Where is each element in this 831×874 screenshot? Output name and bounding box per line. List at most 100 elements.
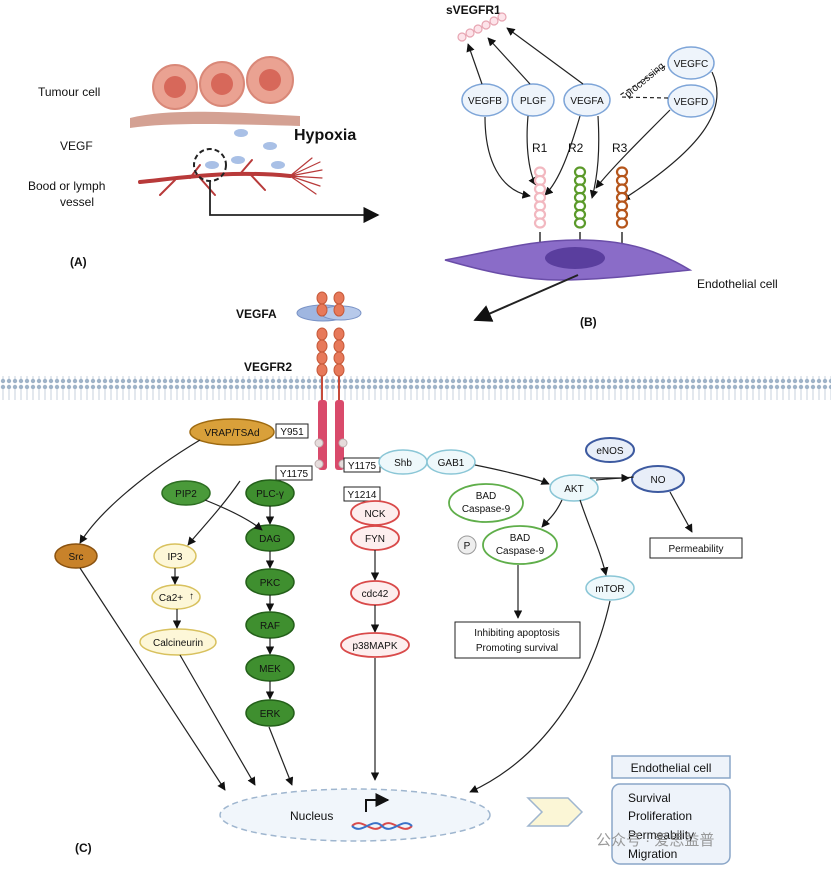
svg-text:P: P bbox=[464, 541, 471, 552]
pip2-node: PIP2 bbox=[161, 480, 211, 506]
svg-text:BAD: BAD bbox=[510, 533, 531, 544]
receptor-domain bbox=[533, 217, 547, 229]
gab1-node: GAB1 bbox=[426, 449, 476, 475]
svg-text:p38MAPK: p38MAPK bbox=[352, 641, 397, 652]
p38mapk-node: p38MAPK bbox=[340, 632, 410, 658]
vegfr2-domain bbox=[316, 363, 328, 377]
processing-label: processing bbox=[623, 61, 667, 101]
vegf-molecules-icon bbox=[205, 129, 285, 169]
svg-text:IP3: IP3 bbox=[167, 552, 182, 563]
mtor-node: mTOR bbox=[585, 575, 635, 601]
receptor-domain bbox=[615, 217, 629, 229]
receptor-r3 bbox=[615, 166, 629, 260]
panel-c-arrows bbox=[79, 439, 693, 793]
svg-text:PLGF: PLGF bbox=[520, 96, 546, 107]
cdc42-node: cdc42 bbox=[350, 580, 400, 606]
svg-text:Caspase-9: Caspase-9 bbox=[462, 504, 511, 515]
bad-caspase-node-2: BAD Caspase-9 bbox=[482, 525, 558, 565]
panel-b: sVEGFR1 VEGFB PLGF VEGFA VEGFC VEGFD pro… bbox=[444, 3, 778, 329]
chevron-arrow-icon bbox=[526, 797, 584, 827]
svg-text:DAG: DAG bbox=[259, 534, 281, 545]
panel-a-label: (A) bbox=[70, 255, 87, 269]
no-node: NO bbox=[631, 465, 685, 493]
receptor-r1 bbox=[533, 166, 547, 260]
svg-text:PLC-γ: PLC-γ bbox=[256, 489, 284, 500]
site-y1175-right: Y1175 bbox=[343, 457, 381, 473]
svg-text:Caspase-9: Caspase-9 bbox=[496, 546, 545, 557]
panel-c-label: (C) bbox=[75, 841, 92, 855]
vessel-label-line2: vessel bbox=[60, 195, 94, 209]
svg-text:Y1175: Y1175 bbox=[280, 469, 309, 480]
svg-text:VEGFD: VEGFD bbox=[674, 97, 708, 108]
svg-text:mTOR: mTOR bbox=[595, 584, 624, 595]
ip3-node: IP3 bbox=[153, 543, 197, 569]
cell-membrane bbox=[0, 376, 831, 400]
ca-node: Ca2+ ↑ bbox=[151, 584, 201, 610]
bad-caspase-node-1: BAD Caspase-9 bbox=[448, 483, 524, 523]
vegfr2-domain bbox=[316, 339, 328, 353]
svg-text:Src: Src bbox=[69, 552, 84, 563]
ligand-vegfb: VEGFB bbox=[461, 83, 509, 117]
vegf-label: VEGF bbox=[60, 139, 93, 153]
outcome-survival: Survival bbox=[628, 791, 671, 805]
svg-text:Endothelial cell: Endothelial cell bbox=[631, 761, 712, 775]
receptor-r1-label: R1 bbox=[532, 141, 548, 155]
ligand-vegfa: VEGFA bbox=[563, 83, 611, 117]
vegfr2-domain bbox=[316, 327, 328, 341]
svg-text:Ca2+: Ca2+ bbox=[159, 593, 183, 604]
tumour-cell-label: Tumour cell bbox=[38, 85, 100, 99]
vegfr2-domain bbox=[333, 339, 345, 353]
svg-text:Y1214: Y1214 bbox=[348, 490, 377, 501]
svg-text:ERK: ERK bbox=[260, 709, 281, 720]
svegfr1-label: sVEGFR1 bbox=[446, 3, 501, 17]
plc-gamma-node: PLC-γ bbox=[245, 479, 295, 507]
svg-text:Y951: Y951 bbox=[280, 427, 304, 438]
svg-text:Calcineurin: Calcineurin bbox=[153, 638, 203, 649]
ligand-plgf: PLGF bbox=[511, 83, 555, 117]
receptor-domain bbox=[573, 217, 587, 229]
svg-text:MEK: MEK bbox=[259, 664, 281, 675]
svg-text:VEGFC: VEGFC bbox=[674, 59, 708, 70]
highlight-circle bbox=[193, 148, 227, 182]
svg-text:Y1175: Y1175 bbox=[348, 461, 377, 472]
site-y1214: Y1214 bbox=[343, 486, 381, 502]
svg-text:NO: NO bbox=[651, 475, 666, 486]
nck-node: NCK bbox=[350, 500, 400, 526]
vegfr2-domain bbox=[316, 351, 328, 365]
svg-text:cdc42: cdc42 bbox=[362, 589, 389, 600]
svg-text:Shb: Shb bbox=[394, 458, 412, 469]
enos-node: eNOS bbox=[585, 437, 635, 463]
vegfr2-domain bbox=[333, 291, 345, 305]
svg-text:VEGFB: VEGFB bbox=[468, 96, 502, 107]
svg-text:eNOS: eNOS bbox=[596, 446, 624, 457]
vegfa-c-label: VEGFA bbox=[236, 307, 277, 321]
endothelial-cell-shape bbox=[444, 239, 693, 281]
panel-b-label: (B) bbox=[580, 315, 597, 329]
svg-text:VRAP/TSAd: VRAP/TSAd bbox=[204, 428, 259, 439]
panel-b-arrow bbox=[473, 274, 579, 322]
pkc-node: PKC bbox=[245, 568, 295, 596]
receptor-r2-label: R2 bbox=[568, 141, 584, 155]
dna-icon bbox=[351, 793, 413, 830]
src-node: Src bbox=[54, 543, 98, 569]
blood-vessel-icon bbox=[138, 157, 323, 196]
endothelial-cell-label: Endothelial cell bbox=[697, 277, 778, 291]
vegfr2-domain bbox=[316, 303, 328, 317]
vegfr2-domain bbox=[333, 327, 345, 341]
ligand-vegfc: VEGFC bbox=[667, 46, 715, 80]
vegfr2-domain bbox=[316, 291, 328, 305]
vessel-label-line1: Bood or lymph bbox=[28, 179, 105, 193]
outcome-proliferation: Proliferation bbox=[628, 809, 692, 823]
svg-text:VEGFA: VEGFA bbox=[570, 96, 604, 107]
svg-text:GAB1: GAB1 bbox=[438, 458, 465, 469]
site-y951: Y951 bbox=[275, 423, 309, 439]
svg-text:Inhibiting apoptosis: Inhibiting apoptosis bbox=[474, 628, 560, 639]
svg-text:PKC: PKC bbox=[260, 578, 281, 589]
phospho-marker: P bbox=[457, 535, 477, 555]
nucleus: Nucleus bbox=[219, 788, 491, 842]
receptor-r2 bbox=[573, 166, 587, 260]
erk-node: ERK bbox=[245, 699, 295, 727]
vegfr2-dimer-icon bbox=[296, 291, 362, 470]
